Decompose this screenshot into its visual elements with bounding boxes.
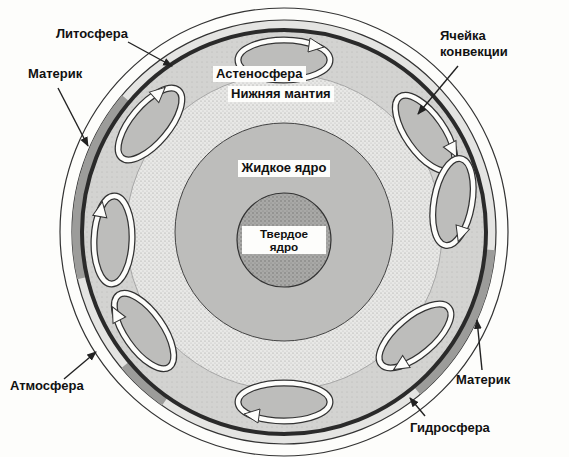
asthenosphere-label: Астеносфера (213, 66, 306, 82)
leader-lines (58, 42, 482, 416)
upper-mantle (82, 30, 486, 434)
liquid-core: Жидкое ядроТвердое ядро (174, 122, 394, 342)
continent-label: Материк (456, 372, 510, 388)
lower-mantle-label: Нижняя мантия (228, 86, 334, 102)
convection-cells (90, 38, 481, 423)
node-text: Твердое ядро (242, 226, 327, 255)
hydrosphere-label: Гидросфера (410, 420, 490, 436)
node-text: Жидкое ядро (238, 160, 331, 177)
continent-band (77, 25, 492, 440)
convection-cell-label: Ячейка конвекции (440, 28, 524, 59)
atmosphere-ring (60, 8, 508, 456)
continent-label: Материк (28, 66, 82, 82)
hydrosphere-ring (72, 20, 496, 444)
lithosphere-ring (82, 30, 486, 434)
solid-core: Твердое ядро (236, 192, 332, 288)
lithosphere-label: Литосфера (56, 26, 128, 42)
atmosphere-label: Атмосфера (10, 378, 84, 394)
